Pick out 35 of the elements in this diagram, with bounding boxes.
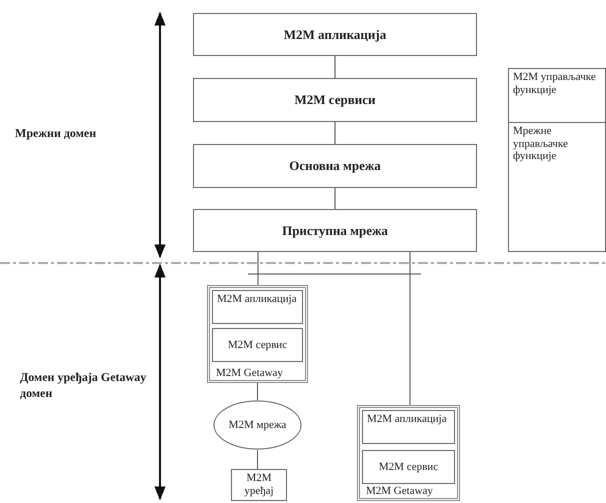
layer-box <box>508 68 606 123</box>
network-ellipse <box>213 400 302 450</box>
domain-label: Домен уређаја Getaway домен <box>20 370 148 402</box>
node-label: Приступна мрежа <box>282 222 388 238</box>
domain-label: Мрежни домен <box>15 126 98 142</box>
node-label: M2M Getaway <box>216 367 283 379</box>
layer-box <box>362 410 455 444</box>
layer-box <box>231 469 287 501</box>
node-label: M2M управљачке функције <box>513 71 597 96</box>
node-label: M2M сервиси <box>294 92 376 108</box>
layer-box <box>193 144 477 188</box>
layer-box <box>212 290 303 324</box>
node-label: Мрежне управљачке функције <box>513 125 569 163</box>
connector-line <box>334 122 336 144</box>
node-label: M2M мрежа <box>228 418 286 432</box>
layer-box <box>193 209 477 252</box>
connector-line <box>334 188 336 210</box>
node-label: M2M апликација <box>367 413 447 426</box>
layer-box <box>193 13 477 56</box>
node-label: M2M уређај <box>243 472 275 498</box>
layer-box <box>508 122 606 252</box>
gateway-box <box>207 285 308 383</box>
node-label: M2M Getaway <box>366 485 433 497</box>
node-label: M2M сервис <box>378 460 438 474</box>
node-label: M2M сервис <box>228 338 288 352</box>
node-label: Основна мрежа <box>289 158 381 174</box>
node-label: M2M апликација <box>217 293 297 306</box>
layer-box <box>212 328 303 362</box>
connector-line <box>257 382 258 400</box>
layer-box <box>362 450 455 484</box>
connector-line <box>257 450 258 470</box>
gateway-box <box>357 405 460 501</box>
connector-line <box>334 56 336 78</box>
node-label: M2M апликација <box>284 26 386 42</box>
layer-box <box>193 78 477 122</box>
